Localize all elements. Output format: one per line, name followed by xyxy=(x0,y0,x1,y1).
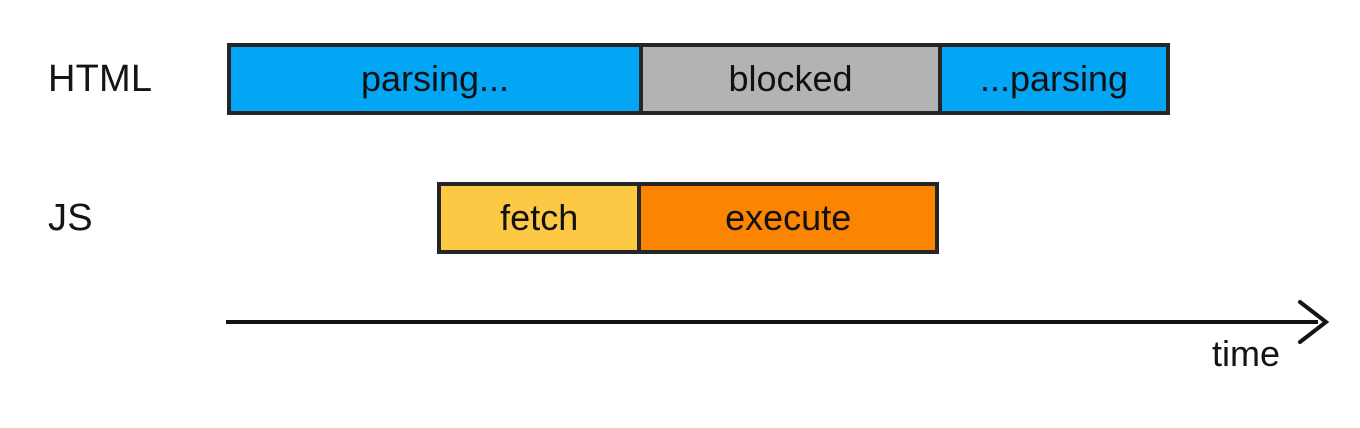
arrow-head-icon xyxy=(1298,300,1330,344)
row-label-html: HTML xyxy=(48,58,153,100)
segment-label: parsing... xyxy=(360,58,510,99)
timeline-track-html: parsing... blocked ...parsing xyxy=(227,43,1170,115)
row-label-js: JS xyxy=(48,197,93,239)
segment-js-fetch: fetch xyxy=(441,186,638,250)
timeline-track-js: fetch execute xyxy=(437,182,939,254)
time-axis-arrow-icon xyxy=(226,300,1330,344)
segment-label: blocked xyxy=(728,58,853,99)
segment-js-execute: execute xyxy=(637,186,935,250)
segment-html-parsing-start: parsing... xyxy=(231,47,639,111)
segment-label: ...parsing xyxy=(979,58,1129,99)
segment-html-blocked: blocked xyxy=(639,47,938,111)
segment-html-parsing-resume: ...parsing xyxy=(938,47,1166,111)
segment-label: execute xyxy=(725,197,852,238)
axis-label-time: time xyxy=(1212,333,1281,374)
segment-label: fetch xyxy=(500,197,579,238)
